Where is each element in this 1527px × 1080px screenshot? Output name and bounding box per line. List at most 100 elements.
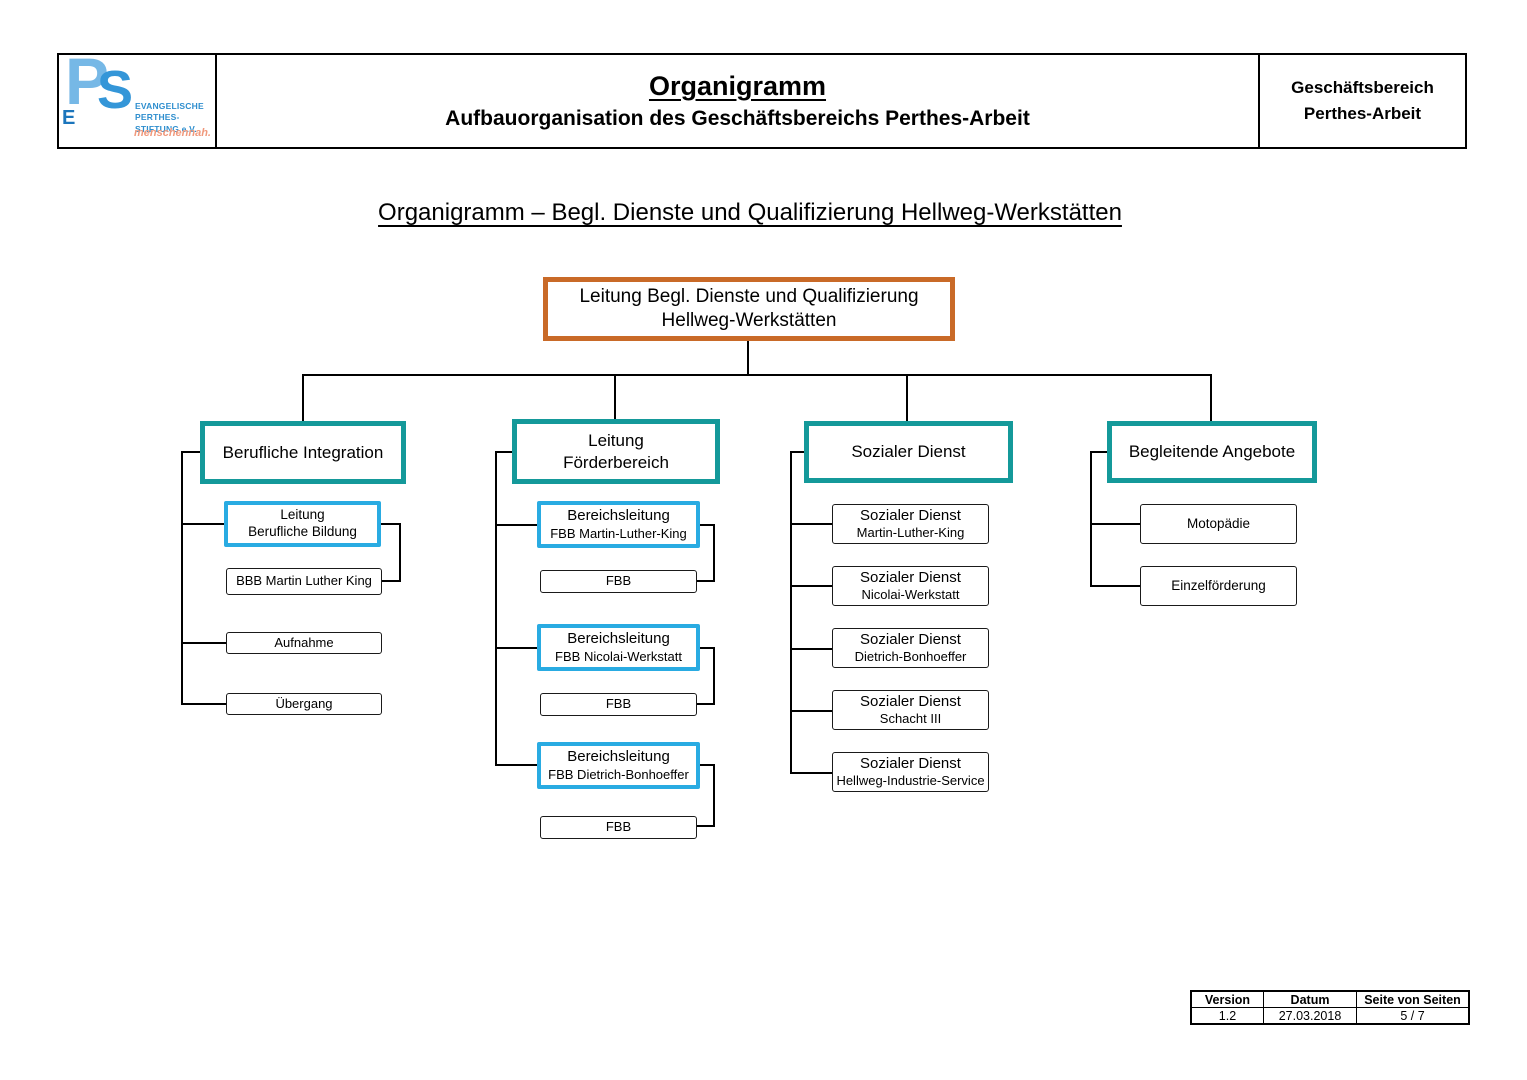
aufnahme-label: Aufnahme <box>274 634 334 650</box>
chart-title: Organigramm – Begl. Dienste und Qualifiz… <box>378 199 1122 226</box>
org-box-sd-nicolai-werkstatt: Sozialer Dienst Nicolai-Werkstatt <box>832 566 989 606</box>
leitung-bb-line2: Berufliche Bildung <box>248 524 357 539</box>
connector-line <box>181 523 224 525</box>
version-table: Version Datum Seite von Seiten 1.2 27.03… <box>1190 990 1470 1025</box>
logo-org-name: EVANGELISCHE PERTHES-STIFTUNG e.V. <box>135 101 215 135</box>
version-header: Version <box>1190 990 1264 1008</box>
col2-head-line2: Förderbereich <box>563 452 669 472</box>
connector-line <box>1090 452 1092 586</box>
root-line1: Leitung Begl. Dienste und Qualifizierung <box>579 286 919 308</box>
header-bar: P S E EVANGELISCHE PERTHES-STIFTUNG e.V.… <box>57 53 1467 149</box>
connector-line <box>302 374 1212 376</box>
col4-head-label: Begleitende Angebote <box>1128 442 1296 462</box>
sd4-line1: Sozialer Dienst <box>860 692 961 710</box>
seite-value: 5 / 7 <box>1356 1007 1470 1025</box>
header-unit-cell: Geschäftsbereich Perthes-Arbeit <box>1260 55 1465 147</box>
org-box-bbb-martin-luther-king: BBB Martin Luther King <box>226 568 382 595</box>
sd4-line2: Schacht III <box>879 711 942 727</box>
connector-line <box>181 452 183 704</box>
connector-line <box>790 451 804 453</box>
connector-line <box>700 524 715 526</box>
version-table-header-row: Version Datum Seite von Seiten <box>1190 990 1470 1008</box>
sd5-line2: Hellweg-Industrie-Service <box>836 773 985 789</box>
org-box-bereichsleitung-fbb-mlk: Bereichsleitung FBB Martin-Luther-King <box>537 501 700 548</box>
bl1-line1: Bereichsleitung <box>567 507 670 524</box>
sd3-line2: Dietrich-Bonhoeffer <box>854 649 967 665</box>
org-logo: P S E EVANGELISCHE PERTHES-STIFTUNG e.V.… <box>59 55 217 147</box>
fbb1-label: FBB <box>605 573 632 589</box>
connector-line <box>399 523 401 582</box>
org-box-sd-dietrich-bonhoeffer: Sozialer Dienst Dietrich-Bonhoeffer <box>832 628 989 668</box>
connector-line <box>495 524 537 526</box>
connector-line <box>790 585 832 587</box>
org-box-fbb-1: FBB <box>540 570 697 593</box>
org-box-aufnahme: Aufnahme <box>226 632 382 654</box>
bl3-line2: FBB Dietrich-Bonhoeffer <box>548 766 689 782</box>
logo-org-line1: EVANGELISCHE <box>135 101 204 111</box>
datum-value: 27.03.2018 <box>1263 1007 1357 1025</box>
logo-tagline: menschennah. <box>133 127 211 139</box>
connector-line <box>382 580 401 582</box>
org-box-einzelfoerderung: Einzelförderung <box>1140 566 1297 606</box>
connector-line <box>181 451 200 453</box>
connector-line <box>906 375 908 421</box>
connector-line <box>713 647 715 705</box>
bl1-line2: FBB Martin-Luther-King <box>550 525 687 541</box>
connector-line <box>713 764 715 827</box>
org-box-root-leitung: Leitung Begl. Dienste und Qualifizierung… <box>543 277 955 341</box>
uebergang-label: Übergang <box>275 695 333 711</box>
org-box-sozialer-dienst: Sozialer Dienst <box>804 421 1013 483</box>
org-box-sd-hellweg-industrie-service: Sozialer Dienst Hellweg-Industrie-Servic… <box>832 752 989 792</box>
connector-line <box>614 375 616 419</box>
bl2-line1: Bereichsleitung <box>567 630 670 647</box>
org-box-leitung-berufliche-bildung: Leitung Berufliche Bildung <box>224 501 381 547</box>
datum-header: Datum <box>1263 990 1357 1008</box>
connector-line <box>697 580 715 582</box>
bl2-line2: FBB Nicolai-Werkstatt <box>555 648 682 664</box>
connector-line <box>697 825 715 827</box>
sd2-line2: Nicolai-Werkstatt <box>861 587 960 603</box>
version-value: 1.2 <box>1190 1007 1264 1025</box>
connector-line <box>302 375 304 421</box>
connector-line <box>495 764 537 766</box>
org-box-sd-schacht-iii: Sozialer Dienst Schacht III <box>832 690 989 730</box>
org-box-sd-martin-luther-king: Sozialer Dienst Martin-Luther-King <box>832 504 989 544</box>
org-box-leitung-foerderbereich: Leitung Förderbereich <box>512 419 720 484</box>
connector-line <box>381 523 401 525</box>
org-box-uebergang: Übergang <box>226 693 382 715</box>
sd3-line1: Sozialer Dienst <box>860 630 961 648</box>
connector-line <box>1090 585 1140 587</box>
org-box-berufliche-integration: Berufliche Integration <box>200 421 406 484</box>
connector-line <box>790 772 832 774</box>
logo-letter-s: S <box>97 60 134 120</box>
header-title-cell: Organigramm Aufbauorganisation des Gesch… <box>217 55 1260 147</box>
sd1-line1: Sozialer Dienst <box>860 506 961 524</box>
seite-header: Seite von Seiten <box>1356 990 1470 1008</box>
connector-line <box>790 452 792 774</box>
sd5-line1: Sozialer Dienst <box>860 754 961 772</box>
fbb3-label: FBB <box>605 819 632 835</box>
fbb2-label: FBB <box>605 696 632 712</box>
document-subtitle: Aufbauorganisation des Geschäftsbereichs… <box>445 107 1030 130</box>
logo-letter-p: P <box>65 55 110 118</box>
connector-line <box>697 703 715 705</box>
connector-line <box>700 647 715 649</box>
logo-letter-e: E <box>62 107 76 129</box>
org-box-motopaedie: Motopädie <box>1140 504 1297 544</box>
connector-line <box>495 647 537 649</box>
connector-line <box>790 523 832 525</box>
document-title: Organigramm <box>648 71 827 101</box>
logo-org-line2: PERTHES-STIFTUNG e.V. <box>135 112 197 134</box>
unit-line1: Geschäftsbereich <box>1291 77 1434 97</box>
connector-line <box>790 710 832 712</box>
col1-head-label: Berufliche Integration <box>222 442 384 462</box>
connector-line <box>700 764 715 766</box>
org-box-fbb-3: FBB <box>540 816 697 839</box>
connector-line <box>1090 451 1107 453</box>
connector-line <box>181 642 226 644</box>
connector-line <box>790 648 832 650</box>
einzelfoerderung-label: Einzelförderung <box>1171 577 1266 593</box>
unit-line2: Perthes-Arbeit <box>1303 104 1422 123</box>
leitung-bb-line1: Leitung <box>280 507 325 523</box>
